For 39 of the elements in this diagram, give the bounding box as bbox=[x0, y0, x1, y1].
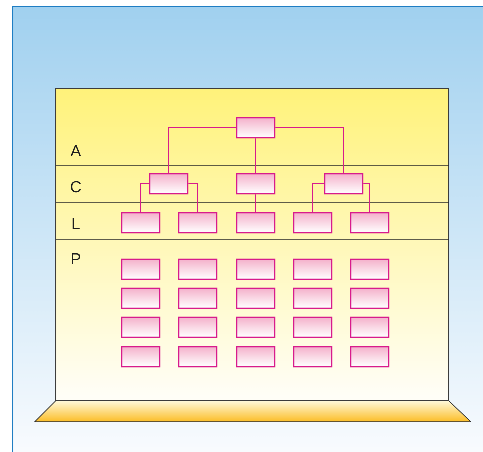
org-box bbox=[178, 346, 218, 368]
org-box bbox=[350, 346, 390, 368]
org-box bbox=[178, 212, 218, 234]
org-box bbox=[236, 346, 276, 368]
org-box bbox=[324, 173, 364, 195]
org-box bbox=[121, 316, 161, 338]
connector-line bbox=[188, 184, 198, 213]
org-box bbox=[178, 316, 218, 338]
org-box bbox=[178, 288, 218, 310]
org-box bbox=[121, 212, 161, 234]
connector-line bbox=[275, 128, 344, 174]
org-box bbox=[350, 212, 390, 234]
org-box bbox=[149, 173, 189, 195]
org-box bbox=[178, 258, 218, 280]
org-box bbox=[293, 212, 333, 234]
connector-line bbox=[363, 184, 370, 213]
org-box bbox=[121, 258, 161, 280]
row-label: A bbox=[70, 146, 82, 156]
org-box bbox=[121, 346, 161, 368]
org-box bbox=[293, 316, 333, 338]
org-box bbox=[350, 316, 390, 338]
connector-line bbox=[312, 184, 325, 213]
connector-line bbox=[168, 128, 237, 174]
org-box bbox=[350, 258, 390, 280]
org-box bbox=[236, 173, 276, 195]
org-box bbox=[236, 288, 276, 310]
row-label: L bbox=[72, 218, 80, 230]
row-label: P bbox=[72, 254, 80, 264]
org-box bbox=[236, 212, 276, 234]
org-box bbox=[350, 288, 390, 310]
org-box bbox=[236, 316, 276, 338]
org-box bbox=[236, 258, 276, 280]
row-label: C bbox=[71, 181, 82, 193]
org-box bbox=[293, 346, 333, 368]
org-box bbox=[121, 288, 161, 310]
org-box bbox=[236, 117, 276, 139]
org-box bbox=[293, 258, 333, 280]
connector-line bbox=[140, 184, 150, 213]
org-box bbox=[293, 288, 333, 310]
